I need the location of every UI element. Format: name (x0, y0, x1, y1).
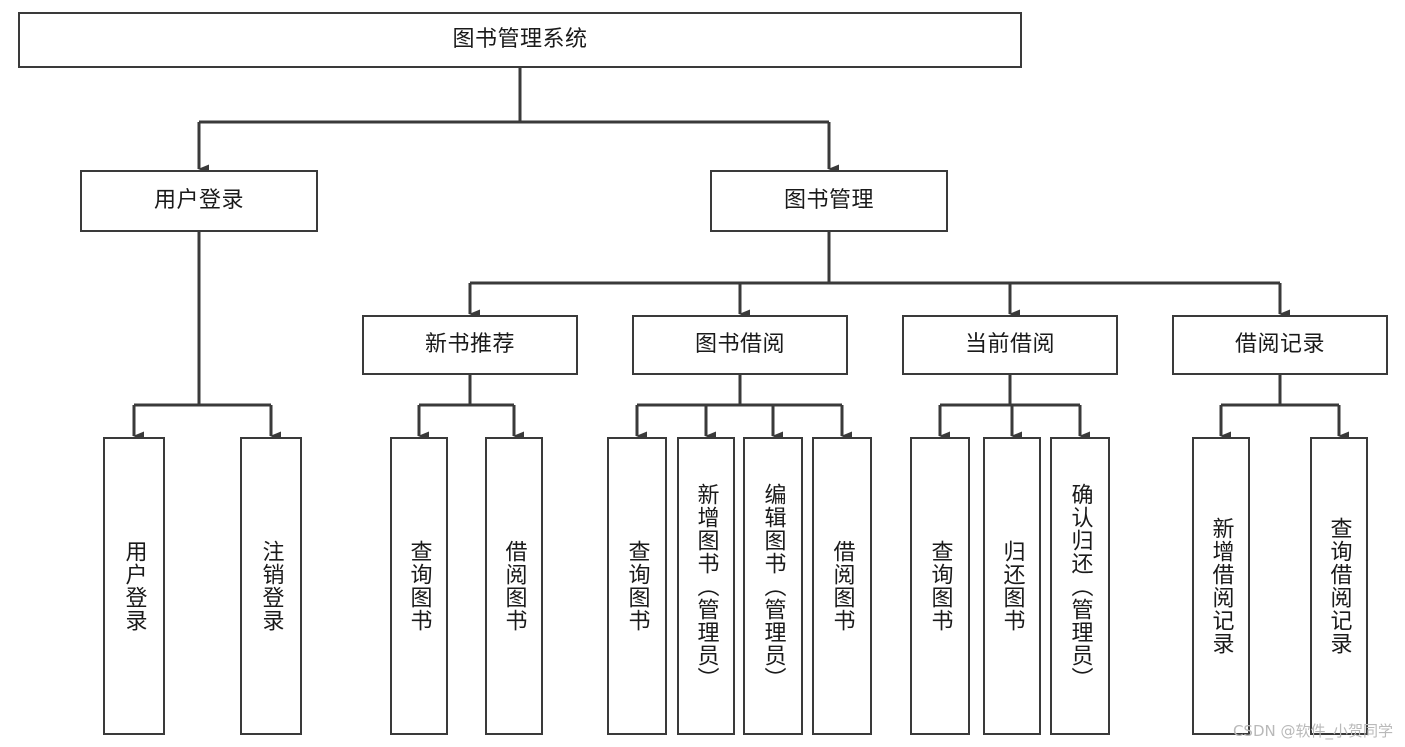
node-label: 归还图书 (999, 540, 1025, 632)
node-leaf-user-logout[interactable]: 注销登录 (240, 437, 302, 735)
node-label: 用户登录 (153, 188, 244, 214)
node-label: 注销登录 (258, 540, 284, 632)
node-label: 编辑图书（管理员） (760, 482, 786, 690)
node-leaf-query-book-1[interactable]: 查询图书 (390, 437, 448, 735)
node-leaf-add-book[interactable]: 新增图书（管理员） (677, 437, 735, 735)
node-leaf-confirm-ret[interactable]: 确认归还（管理员） (1050, 437, 1110, 735)
node-label: 图书管理系统 (452, 27, 588, 53)
node-label: 查询图书 (624, 540, 650, 632)
node-label: 查询图书 (927, 540, 953, 632)
edge-group (132, 68, 1349, 441)
node-leaf-edit-book[interactable]: 编辑图书（管理员） (743, 437, 803, 735)
node-leaf-user-login[interactable]: 用户登录 (103, 437, 165, 735)
node-label: 查询借阅记录 (1326, 517, 1352, 655)
node-label: 借阅图书 (501, 540, 527, 632)
node-leaf-query-book-2[interactable]: 查询图书 (607, 437, 667, 735)
node-root[interactable]: 图书管理系统 (18, 12, 1022, 68)
node-current-borrow[interactable]: 当前借阅 (902, 315, 1118, 375)
node-label: 查询图书 (406, 540, 432, 632)
node-label: 确认归还（管理员） (1067, 482, 1093, 690)
node-leaf-query-book-3[interactable]: 查询图书 (910, 437, 970, 735)
node-borrow-record[interactable]: 借阅记录 (1172, 315, 1388, 375)
node-label: 用户登录 (121, 540, 147, 632)
node-label: 新增借阅记录 (1208, 517, 1234, 655)
node-label: 新增图书（管理员） (693, 482, 719, 690)
node-leaf-borrow-book-1[interactable]: 借阅图书 (485, 437, 543, 735)
node-label: 借阅图书 (829, 540, 855, 632)
node-label: 图书借阅 (694, 332, 785, 358)
node-book-manage[interactable]: 图书管理 (710, 170, 948, 232)
node-label: 新书推荐 (424, 332, 515, 358)
node-label: 借阅记录 (1234, 332, 1325, 358)
node-user-login[interactable]: 用户登录 (80, 170, 318, 232)
node-leaf-query-record[interactable]: 查询借阅记录 (1310, 437, 1368, 735)
node-new-book-rec[interactable]: 新书推荐 (362, 315, 578, 375)
node-leaf-return-book[interactable]: 归还图书 (983, 437, 1041, 735)
node-label: 图书管理 (783, 188, 874, 214)
node-label: 当前借阅 (964, 332, 1055, 358)
node-book-borrow[interactable]: 图书借阅 (632, 315, 848, 375)
node-leaf-add-record[interactable]: 新增借阅记录 (1192, 437, 1250, 735)
node-leaf-borrow-book-2[interactable]: 借阅图书 (812, 437, 872, 735)
